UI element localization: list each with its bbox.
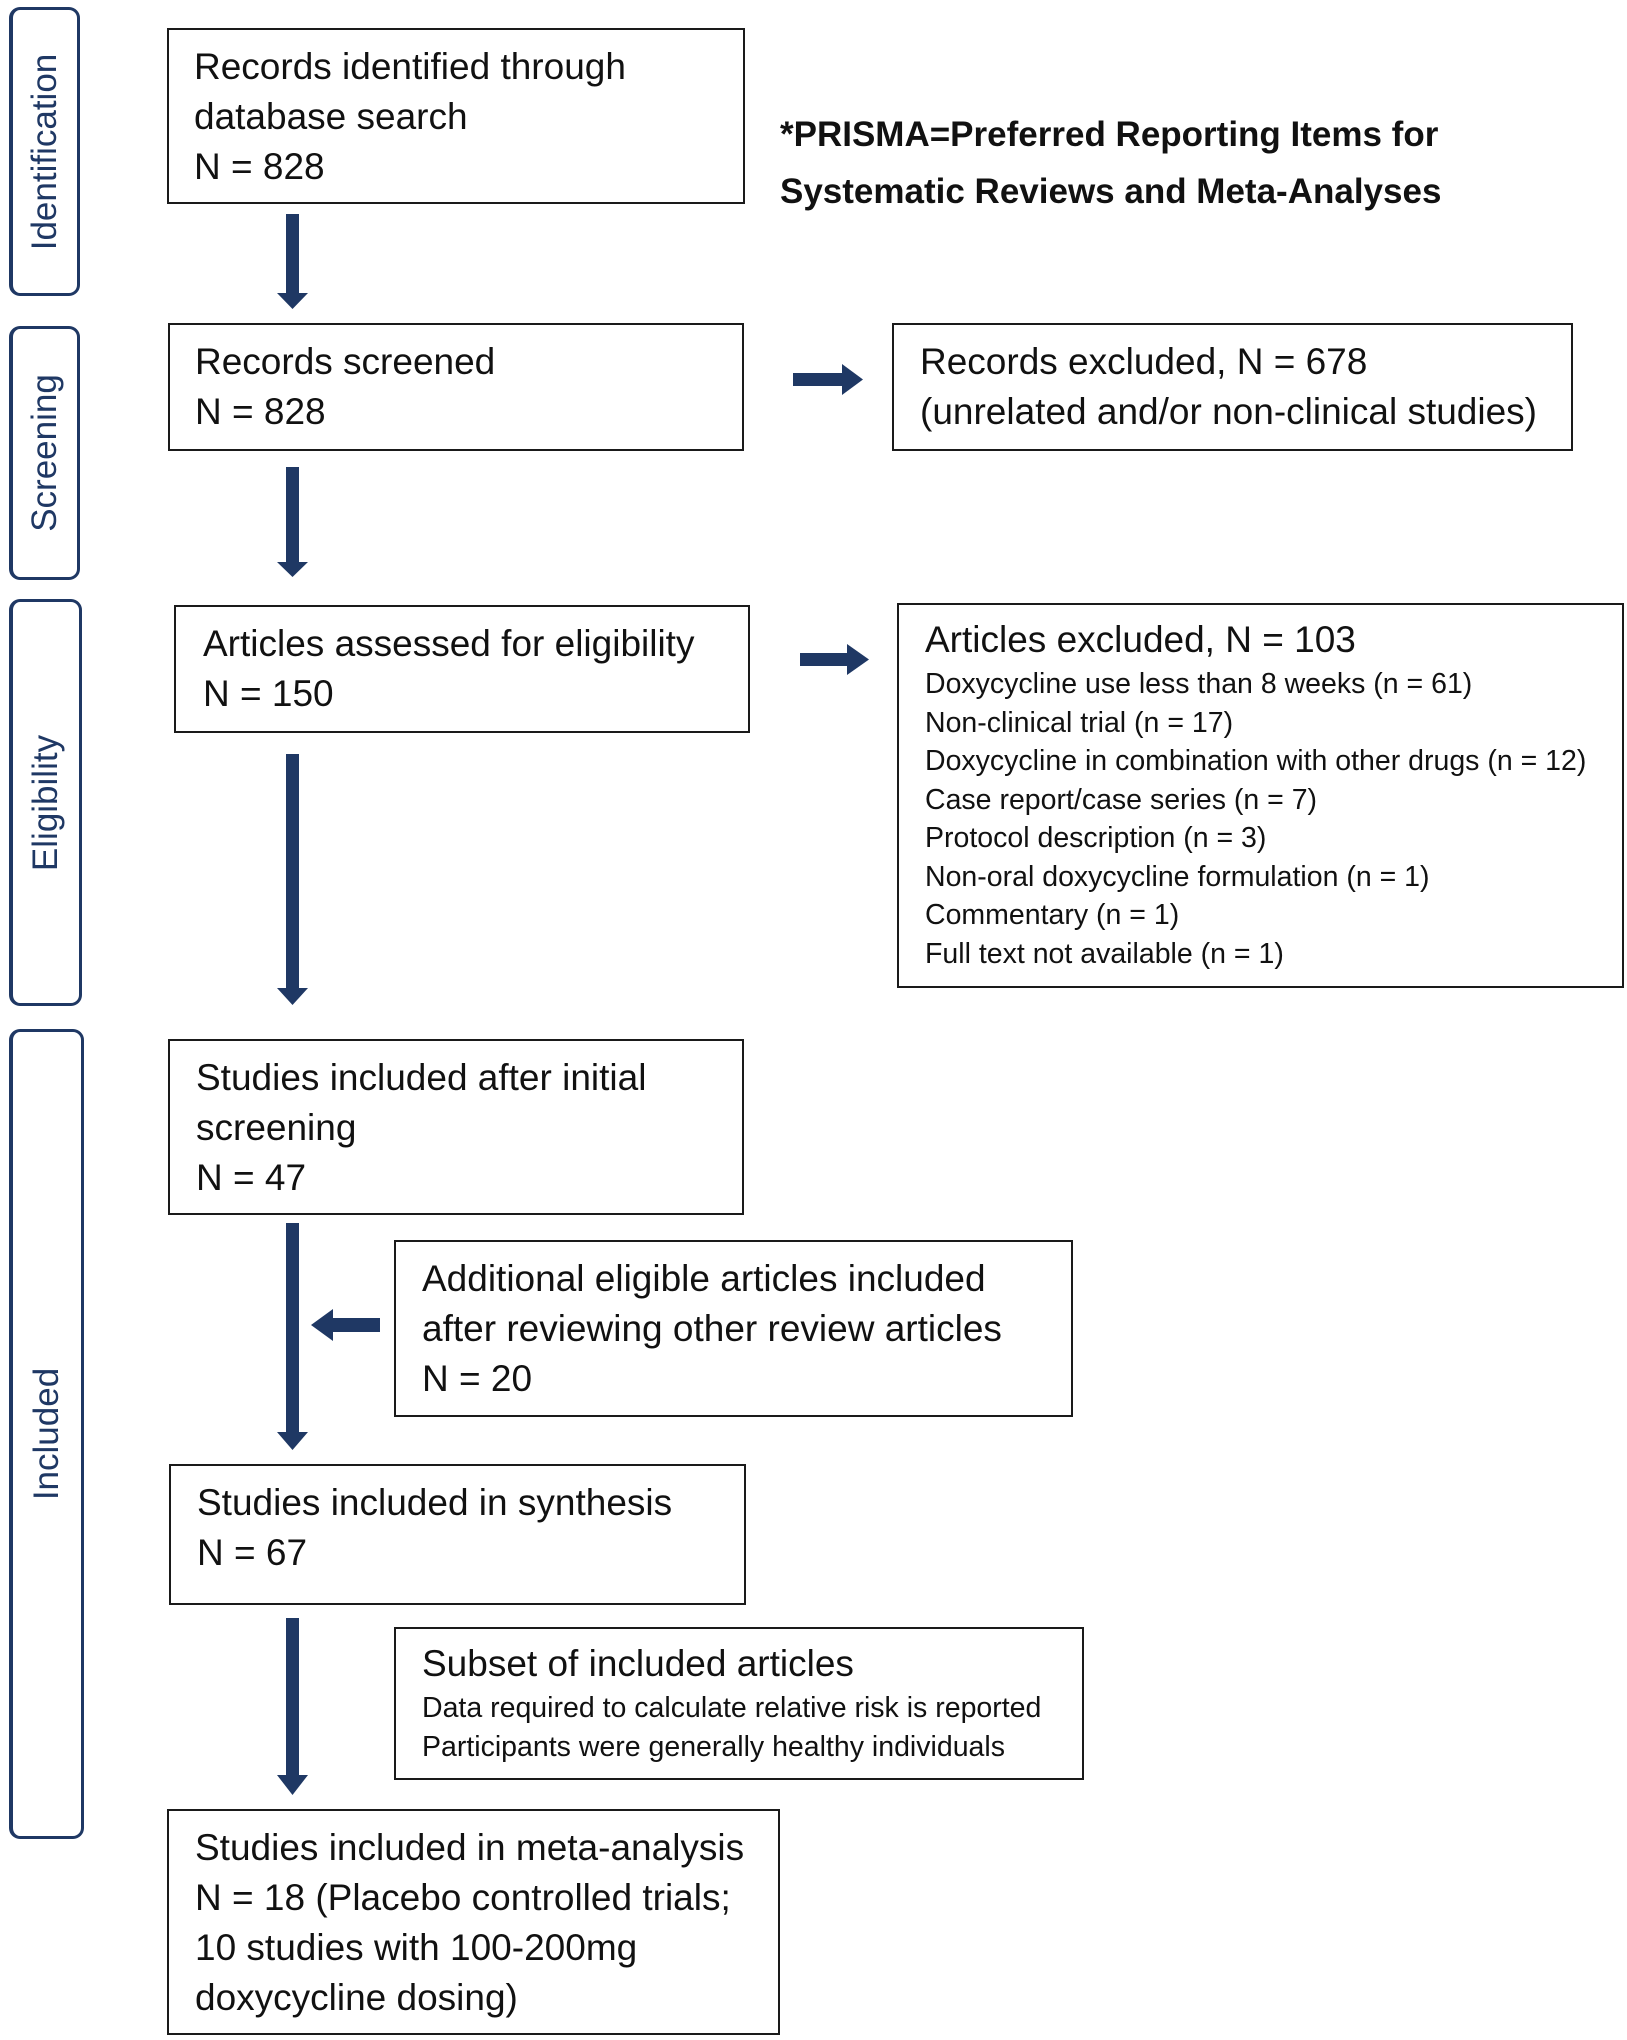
prisma-note-line-1: *PRISMA=Preferred Reporting Items for [780, 115, 1439, 154]
box-records-identified-line-2: database search [194, 96, 468, 137]
box-records-identified: Records identified through database sear… [167, 28, 745, 204]
box-articles-excluded-title: Articles excluded, N = 103 [925, 619, 1356, 660]
box-initial-included: Studies included after initial screening… [168, 1039, 744, 1215]
box-records-screened-line-2: N = 828 [195, 391, 326, 432]
box-meta-analysis-line-3: 10 studies with 100-200mg [195, 1927, 638, 1968]
box-subset: Subset of included articles Data require… [394, 1627, 1084, 1780]
exclusion-reason-2: Non-clinical trial (n = 17) [925, 706, 1234, 739]
box-articles-assessed: Articles assessed for eligibility N = 15… [174, 605, 750, 733]
prisma-note: *PRISMA=Preferred Reporting Items for Sy… [780, 106, 1441, 220]
box-synthesis: Studies included in synthesis N = 67 [169, 1464, 746, 1605]
box-additional-articles-line-2: after reviewing other review articles [422, 1308, 1002, 1349]
box-records-screened: Records screened N = 828 [168, 323, 744, 451]
exclusion-reason-8: Full text not available (n = 1) [925, 937, 1284, 970]
box-meta-analysis-line-4: doxycycline dosing) [195, 1977, 518, 2018]
box-initial-included-line-3: N = 47 [196, 1157, 307, 1198]
subset-detail-2: Participants were generally healthy indi… [422, 1730, 1005, 1763]
arrow-right-to-records-excluded [793, 364, 863, 395]
subset-detail-1: Data required to calculate relative risk… [422, 1692, 1042, 1724]
arrow-left-from-additional [311, 1309, 380, 1341]
box-records-screened-line-1: Records screened [195, 341, 496, 382]
box-initial-included-line-1: Studies included after initial [196, 1057, 647, 1098]
exclusion-reason-3: Doxycycline in combination with other dr… [925, 745, 1587, 777]
box-meta-analysis-line-1: Studies included in meta-analysis [195, 1827, 745, 1868]
stage-eligibility: Eligibility [9, 599, 82, 1006]
stage-identification: Identification [9, 7, 80, 296]
box-records-identified-line-3: N = 828 [194, 146, 325, 187]
arrow-down-identified-to-screened [277, 214, 308, 309]
box-additional-articles-line-3: N = 20 [422, 1358, 533, 1399]
prisma-note-line-2: Systematic Reviews and Meta-Analyses [780, 172, 1442, 211]
box-initial-included-line-2: screening [196, 1107, 357, 1148]
arrow-down-synthesis-to-meta [277, 1618, 308, 1795]
box-additional-articles-line-1: Additional eligible articles included [422, 1258, 986, 1299]
box-articles-excluded: Articles excluded, N = 103 Doxycycline u… [897, 603, 1624, 988]
exclusion-reason-4: Case report/case series (n = 7) [925, 783, 1318, 816]
box-additional-articles: Additional eligible articles included af… [394, 1240, 1073, 1417]
exclusion-reason-6: Non-oral doxycycline formulation (n = 1) [925, 860, 1430, 893]
box-records-excluded-line-2: (unrelated and/or non-clinical studies) [920, 391, 1538, 432]
box-articles-assessed-line-1: Articles assessed for eligibility [203, 623, 695, 664]
arrow-down-assessed-to-included [277, 754, 308, 1005]
arrow-down-screened-to-assessed [277, 467, 308, 577]
box-meta-analysis: Studies included in meta-analysis N = 18… [167, 1809, 780, 2035]
box-records-identified-line-1: Records identified through [194, 46, 626, 87]
arrow-down-included-to-synthesis [277, 1223, 308, 1450]
box-subset-title: Subset of included articles [422, 1643, 854, 1684]
stage-screening: Screening [9, 326, 80, 580]
stage-included: Included [9, 1029, 84, 1839]
box-articles-assessed-line-2: N = 150 [203, 673, 334, 714]
box-records-excluded: Records excluded, N = 678 (unrelated and… [892, 323, 1573, 451]
box-synthesis-line-1: Studies included in synthesis [197, 1482, 673, 1523]
box-synthesis-line-2: N = 67 [197, 1532, 308, 1573]
arrow-right-to-articles-excluded [800, 644, 869, 675]
exclusion-reason-5: Protocol description (n = 3) [925, 822, 1267, 854]
box-records-excluded-line-1: Records excluded, N = 678 [920, 341, 1368, 382]
exclusion-reason-1: Doxycycline use less than 8 weeks (n = 6… [925, 668, 1473, 700]
exclusion-reason-7: Commentary (n = 1) [925, 899, 1180, 931]
box-meta-analysis-line-2: N = 18 (Placebo controlled trials; [195, 1877, 731, 1918]
